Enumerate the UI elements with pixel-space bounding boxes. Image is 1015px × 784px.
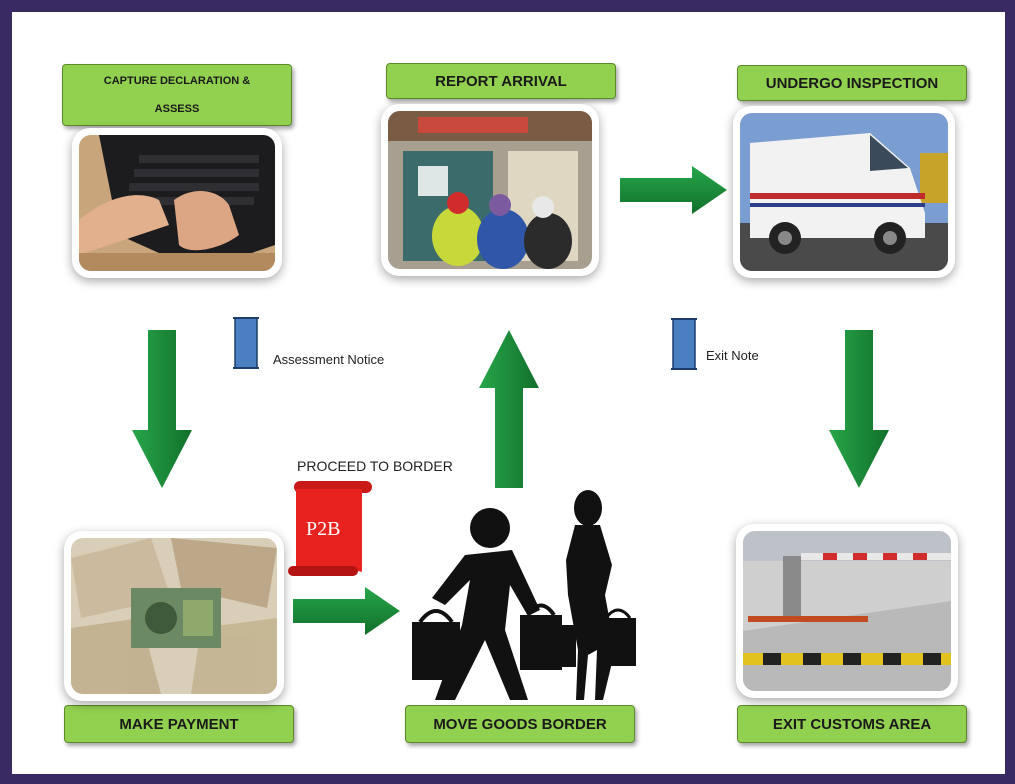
arrow-up-center — [479, 330, 539, 488]
label-move-goods: MOVE GOODS BORDER — [405, 705, 635, 743]
people-silhouette-icon — [412, 490, 636, 700]
photo-laptop-typing — [72, 128, 282, 278]
photo-exit-boom-gate — [736, 524, 958, 698]
arrow-down-left — [132, 330, 192, 488]
arrow-right-bottom — [293, 587, 400, 635]
photo-border-office — [381, 104, 599, 276]
exit-note-label: Exit Note — [706, 348, 759, 363]
p2b-scroll-icon — [288, 481, 372, 576]
document-icon-assessment — [233, 317, 259, 369]
photo-inspection-van — [733, 106, 955, 278]
photo-money-banknotes — [64, 531, 284, 701]
label-exit-customs: EXIT CUSTOMS AREA — [737, 705, 967, 743]
assessment-notice-label: Assessment Notice — [273, 352, 385, 367]
arrow-right-top — [620, 166, 727, 214]
label-undergo-inspection: UNDERGO INSPECTION — [737, 65, 967, 101]
label-make-payment: MAKE PAYMENT — [64, 705, 294, 743]
label-report-arrival: REPORT ARRIVAL — [386, 63, 616, 99]
proceed-to-border-label: PROCEED TO BORDER — [297, 458, 453, 474]
label-capture-declaration: CAPTURE DECLARATION & ASSESS — [62, 64, 292, 126]
label-report-text: REPORT ARRIVAL — [435, 72, 567, 90]
label-inspect-text: UNDERGO INSPECTION — [765, 74, 939, 92]
p2b-text: P2B — [306, 518, 341, 540]
label-move-text: MOVE GOODS BORDER — [433, 715, 607, 733]
document-icon-exit-note — [671, 318, 697, 370]
label-exit-text: EXIT CUSTOMS AREA — [772, 715, 932, 733]
arrow-down-right — [829, 330, 889, 488]
label-capture-text: CAPTURE DECLARATION & ASSESS — [103, 75, 251, 115]
label-payment-text: MAKE PAYMENT — [119, 715, 239, 733]
